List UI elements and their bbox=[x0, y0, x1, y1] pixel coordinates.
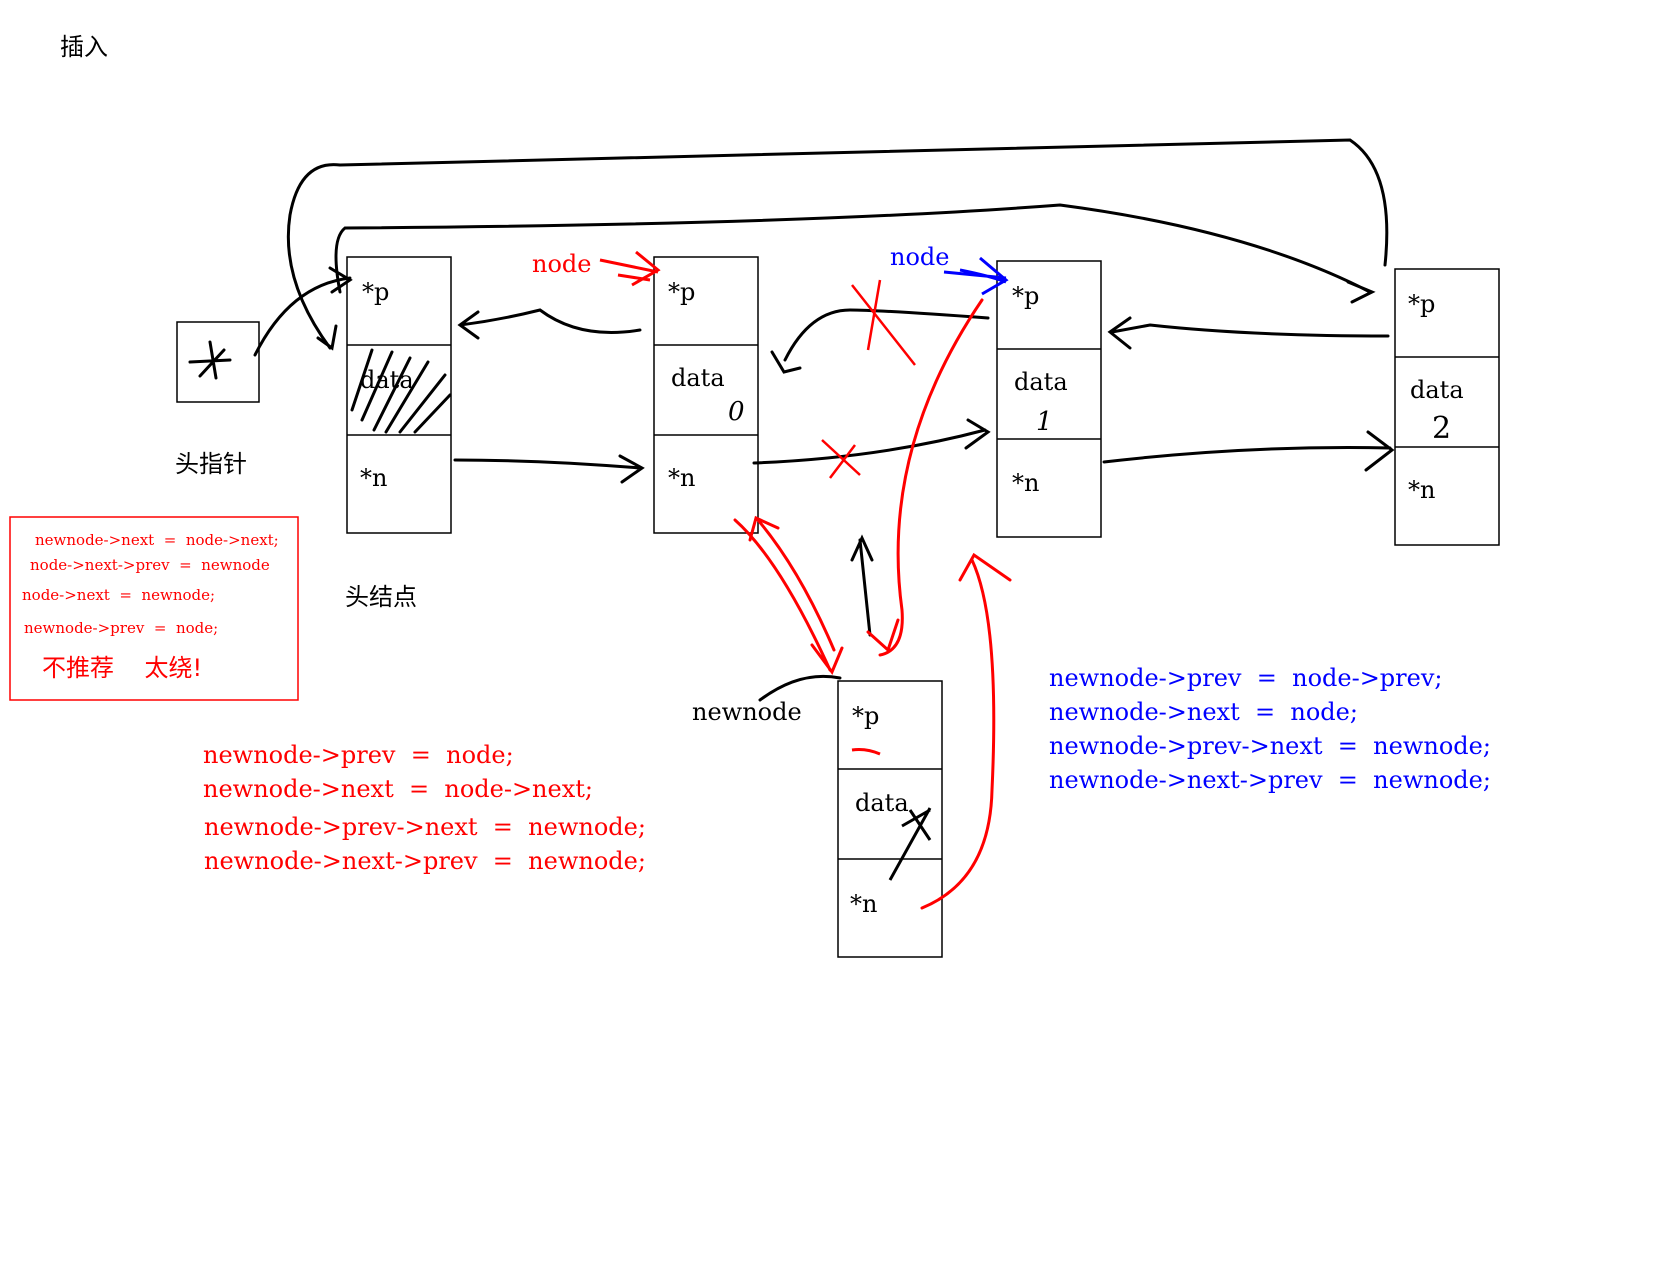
box-code-line: node->next = newnode; bbox=[22, 586, 215, 604]
newnode-p-red-mark bbox=[851, 748, 881, 756]
page-title: 插入 bbox=[60, 33, 108, 61]
node-field-data: data bbox=[360, 366, 414, 394]
code-line: newnode->prev->next = newnode; bbox=[1049, 732, 1491, 760]
head-node-label: 头结点 bbox=[345, 583, 417, 611]
node-field-data: data bbox=[671, 364, 725, 392]
code-line: newnode->next->prev = newnode; bbox=[1049, 766, 1491, 794]
node-field-p: *p bbox=[1408, 290, 1435, 318]
red-code-block: newnode->prev = node; newnode->next = no… bbox=[203, 741, 646, 875]
node-label-red: node bbox=[532, 250, 591, 278]
newnode-label: newnode bbox=[692, 698, 802, 726]
code-line: newnode->prev = node->prev; bbox=[1049, 664, 1443, 692]
head-pointer-label: 头指针 bbox=[175, 450, 247, 478]
node-field-p: *p bbox=[668, 278, 695, 306]
node-field-p: *p bbox=[852, 702, 879, 730]
code-line: newnode->prev = node; bbox=[203, 741, 514, 769]
code-line: newnode->prev->next = newnode; bbox=[204, 813, 646, 841]
box-note: 不推荐 太绕! bbox=[42, 654, 202, 682]
head-node-data-hatch bbox=[350, 348, 452, 434]
list-node-3: *p data *n 2 bbox=[1394, 268, 1500, 546]
not-recommended-box: newnode->next = node->next; node->next->… bbox=[9, 516, 299, 701]
red-node-arrow bbox=[599, 250, 661, 287]
code-line: newnode->next = node; bbox=[1049, 698, 1358, 726]
node-field-data: data bbox=[1014, 368, 1068, 396]
newnode-box: *p data *n bbox=[837, 680, 943, 958]
node-field-n: *n bbox=[668, 464, 695, 492]
list-node-1: *p data *n 0 bbox=[653, 256, 759, 534]
link-arrows bbox=[253, 138, 1395, 702]
box-code-line: newnode->next = node->next; bbox=[35, 531, 279, 549]
box-code-line: newnode->prev = node; bbox=[24, 619, 218, 637]
node-value: 0 bbox=[728, 397, 745, 427]
node-label-blue: node bbox=[890, 243, 949, 271]
node-field-p: *p bbox=[1012, 282, 1039, 310]
head-pointer-x-mark bbox=[188, 340, 232, 380]
node-field-data: data bbox=[855, 789, 909, 817]
red-insert-links bbox=[733, 298, 1012, 910]
node-value: 1 bbox=[1036, 407, 1053, 437]
node-field-n: *n bbox=[850, 890, 877, 918]
node-field-n: *n bbox=[360, 464, 387, 492]
node-value: 2 bbox=[1432, 411, 1451, 446]
blue-code-block: newnode->prev = node->prev; newnode->nex… bbox=[1049, 664, 1491, 794]
head-node: *p data *n bbox=[346, 256, 452, 534]
code-line: newnode->next->prev = newnode; bbox=[204, 847, 646, 875]
red-cross-bottom bbox=[821, 439, 861, 479]
head-pointer-box bbox=[176, 321, 260, 403]
red-cross-top bbox=[851, 279, 916, 366]
list-node-2: *p data *n 1 bbox=[996, 260, 1102, 538]
box-code-line: node->next->prev = newnode bbox=[30, 556, 270, 574]
node-field-data: data bbox=[1410, 376, 1464, 404]
code-line: newnode->next = node->next; bbox=[203, 775, 593, 803]
node-field-n: *n bbox=[1012, 469, 1039, 497]
node-field-n: *n bbox=[1408, 476, 1435, 504]
node-field-p: *p bbox=[362, 278, 389, 306]
newnode-data-x-mark bbox=[888, 807, 932, 881]
blue-node-arrow bbox=[943, 256, 1009, 296]
